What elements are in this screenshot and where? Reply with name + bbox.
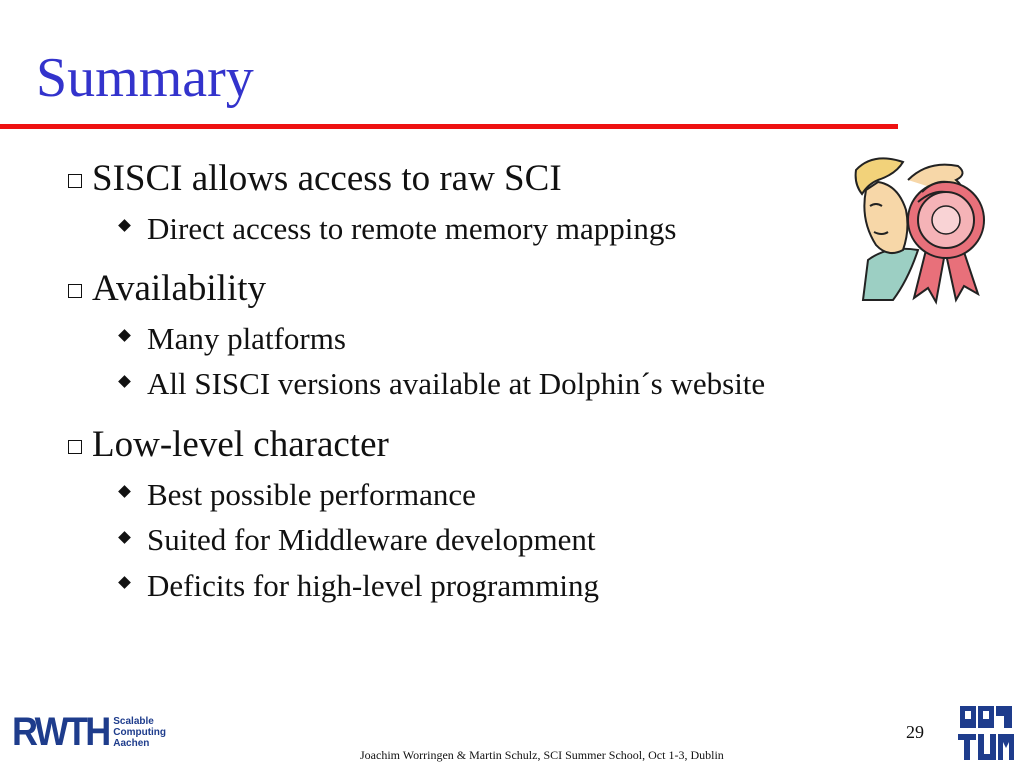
diamond-bullet-icon bbox=[118, 374, 131, 388]
bullet-item: SISCI allows access to raw SCI bbox=[64, 158, 964, 201]
rwth-subtitle-line: Scalable bbox=[113, 715, 154, 727]
tum-logo-icon bbox=[958, 706, 1014, 760]
sub-bullet-text: All SISCI versions available at Dolphin´… bbox=[147, 366, 766, 402]
diamond-bullet-icon bbox=[118, 329, 131, 342]
bullet-item: Low-level character bbox=[64, 424, 964, 467]
sub-bullet-item: Direct access to remote memory mappings bbox=[118, 211, 964, 247]
rwth-subtitle-line: Computing bbox=[113, 726, 167, 738]
checkbox-bullet-icon bbox=[68, 440, 82, 455]
rwth-subtitle-line: Aachen bbox=[113, 737, 150, 749]
rwth-subtitle: Scalable Computing Aachen bbox=[113, 716, 166, 749]
bullet-text: Availability bbox=[92, 268, 266, 310]
sub-bullet-text: Suited for Middleware development bbox=[147, 522, 596, 558]
sub-bullet-text: Many platforms bbox=[147, 320, 346, 356]
sub-bullet-item: Suited for Middleware development bbox=[118, 522, 964, 558]
person-with-rosette-award-icon bbox=[854, 157, 985, 305]
title-underline bbox=[0, 124, 898, 129]
bullet-text: SISCI allows access to raw SCI bbox=[92, 158, 562, 199]
sub-bullet-text: Direct access to remote memory mappings bbox=[147, 210, 677, 246]
bullet-text: Low-level character bbox=[92, 424, 389, 466]
bullet-group: Availability Many platforms All SISCI ve… bbox=[64, 268, 964, 402]
bullet-group: Low-level character Best possible perfor… bbox=[64, 424, 964, 603]
diamond-bullet-icon bbox=[118, 530, 131, 544]
sub-bullet-text: Deficits for high-level programming bbox=[147, 567, 599, 603]
checkbox-bullet-icon bbox=[68, 284, 82, 299]
diamond-bullet-icon bbox=[118, 485, 131, 498]
sub-bullet-item: Deficits for high-level programming bbox=[118, 568, 964, 604]
bullet-list: SISCI allows access to raw SCI Direct ac… bbox=[64, 158, 964, 625]
checkbox-bullet-icon bbox=[68, 174, 82, 189]
sub-bullet-item: Many platforms bbox=[118, 321, 964, 357]
slide-title: Summary bbox=[36, 47, 254, 109]
footer-text: Joachim Worringen & Martin Schulz, SCI S… bbox=[360, 748, 724, 762]
sub-bullet-text: Best possible performance bbox=[147, 476, 476, 512]
diamond-bullet-icon bbox=[118, 576, 131, 590]
bullet-group: SISCI allows access to raw SCI Direct ac… bbox=[64, 158, 964, 246]
sub-bullet-item: Best possible performance bbox=[118, 477, 964, 513]
rwth-wordmark: RWTH bbox=[12, 710, 111, 754]
diamond-bullet-icon bbox=[118, 218, 131, 232]
rwth-logo: RWTH Scalable Computing Aachen bbox=[12, 710, 166, 754]
sub-bullet-item: All SISCI versions available at Dolphin´… bbox=[118, 366, 964, 402]
bullet-item: Availability bbox=[64, 268, 964, 311]
page-number: 29 bbox=[906, 722, 924, 742]
